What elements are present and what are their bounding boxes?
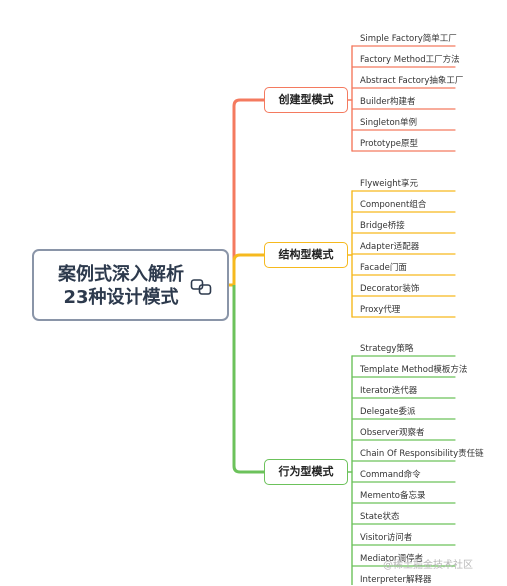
- leaf-node[interactable]: Template Method模板方法: [360, 365, 468, 375]
- leaf-node[interactable]: Singleton单例: [360, 118, 418, 128]
- leaf-node[interactable]: Chain Of Responsibility责任链: [360, 449, 484, 459]
- leaf-node[interactable]: Bridge桥接: [360, 221, 405, 231]
- branch-node[interactable]: 行为型模式: [264, 459, 348, 485]
- leaf-node[interactable]: Observer观察者: [360, 428, 425, 438]
- leaf-node[interactable]: Adapter适配器: [360, 242, 420, 252]
- leaf-node[interactable]: Strategy策略: [360, 344, 414, 354]
- leaf-node[interactable]: Proxy代理: [360, 305, 401, 315]
- leaf-node[interactable]: Mediator调停者: [360, 554, 424, 564]
- leaf-node[interactable]: Builder构建者: [360, 97, 416, 107]
- leaf-node[interactable]: Interpreter解释器: [360, 575, 432, 585]
- leaf-node[interactable]: Component组合: [360, 200, 427, 210]
- leaf-node[interactable]: Command命令: [360, 470, 421, 480]
- leaf-node[interactable]: Visitor访问者: [360, 533, 413, 543]
- leaf-node[interactable]: Simple Factory简单工厂: [360, 34, 457, 44]
- leaf-node[interactable]: Iterator迭代器: [360, 386, 418, 396]
- leaf-node[interactable]: Abstract Factory抽象工厂: [360, 76, 464, 86]
- leaf-node[interactable]: State状态: [360, 512, 400, 522]
- leaf-node[interactable]: Decorator装饰: [360, 284, 420, 294]
- root-title-line2: 23种设计模式: [63, 287, 179, 308]
- branch-node[interactable]: 创建型模式: [264, 87, 348, 113]
- leaf-node[interactable]: Flyweight享元: [360, 179, 418, 189]
- leaf-node[interactable]: Delegate委派: [360, 407, 416, 417]
- leaf-node[interactable]: Factory Method工厂方法: [360, 55, 460, 65]
- watermark: @稀土掘金技术社区: [383, 560, 473, 571]
- leaf-node[interactable]: Memento备忘录: [360, 491, 426, 501]
- leaf-node[interactable]: Facade门面: [360, 263, 407, 273]
- root-title-line1: 案例式深入解析: [58, 264, 184, 285]
- leaf-node[interactable]: Prototype原型: [360, 139, 419, 149]
- root-title: 案例式深入解析 23种设计模式: [46, 263, 196, 309]
- root-node[interactable]: 案例式深入解析 23种设计模式: [32, 249, 229, 321]
- link-icon[interactable]: [190, 278, 212, 296]
- branch-node[interactable]: 结构型模式: [264, 242, 348, 268]
